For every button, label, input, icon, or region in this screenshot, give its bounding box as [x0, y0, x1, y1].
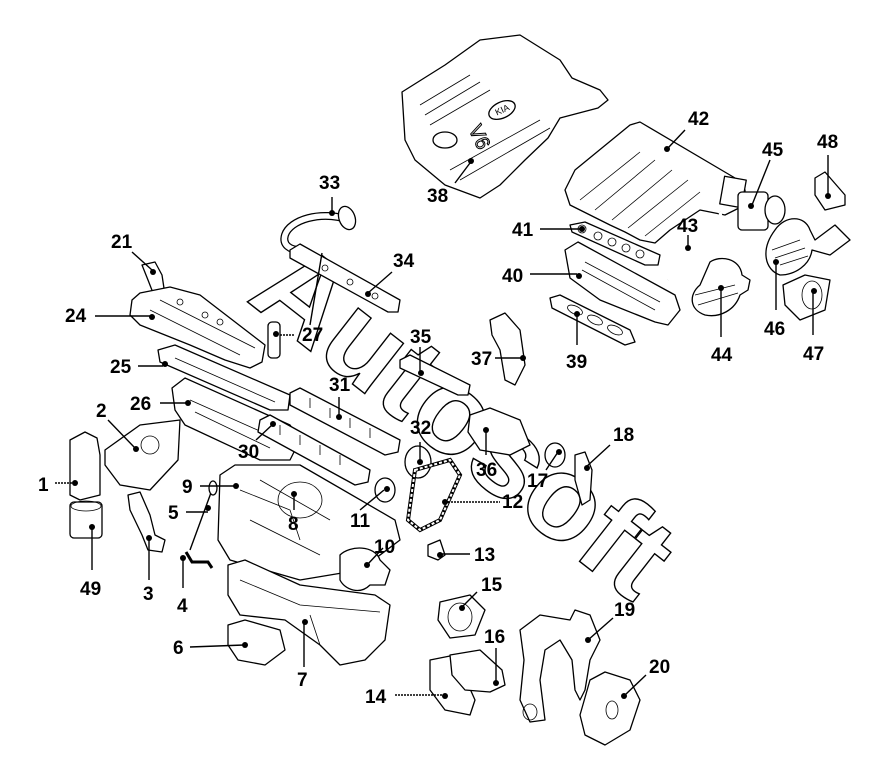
- callout-45: 45: [762, 140, 784, 161]
- part-16-water-pump: [449, 649, 506, 693]
- part-20-drive-plate: [579, 671, 641, 746]
- callout-36: 36: [476, 460, 497, 481]
- callout-19: 19: [614, 600, 635, 621]
- callout-31: 31: [329, 375, 351, 396]
- callout-16: 16: [484, 627, 505, 648]
- part-13-tensioner: [427, 539, 446, 561]
- part-36-water-outlet: [467, 407, 531, 456]
- callout-11: 11: [350, 511, 371, 532]
- callout-labels: 1 2 3 4 5 6 7 8 9 10 11 12 13 14 15 16 1…: [38, 109, 838, 708]
- part-2-oil-pump: [104, 419, 181, 491]
- callout-18: 18: [613, 425, 634, 446]
- part-49-oil-filter: [69, 500, 103, 539]
- callout-41: 41: [512, 220, 534, 241]
- callout-27: 27: [302, 325, 323, 346]
- callout-13: 13: [474, 545, 495, 566]
- callout-3: 3: [143, 584, 154, 605]
- part-6-lower-oil-pan: [227, 619, 286, 666]
- part-24-head-cover: [129, 286, 266, 369]
- part-25-head-gasket: [157, 344, 291, 411]
- callout-42: 42: [688, 109, 709, 130]
- callout-32: 32: [410, 418, 431, 439]
- callout-26: 26: [130, 394, 151, 415]
- callout-48: 48: [817, 132, 838, 153]
- callout-39: 39: [566, 352, 587, 373]
- callout-20: 20: [649, 657, 670, 678]
- part-42-intake-plenum: [564, 121, 747, 244]
- part-1-oil-filter-housing: [69, 431, 101, 501]
- callout-24: 24: [65, 306, 87, 327]
- callout-5: 5: [168, 503, 179, 524]
- callout-17: 17: [527, 471, 548, 492]
- callout-14: 14: [365, 687, 387, 708]
- part-27-injector: [267, 321, 281, 359]
- part-39-gasket: [549, 294, 636, 346]
- callout-1: 1: [38, 475, 49, 496]
- callout-9: 9: [182, 477, 193, 498]
- part-46-air-duct: [765, 218, 851, 276]
- callout-30: 30: [238, 442, 259, 463]
- part-15-seal: [437, 594, 486, 639]
- part-34-fuel-rail: [289, 243, 401, 313]
- part-3-oil-strainer: [127, 491, 166, 553]
- callout-15: 15: [481, 575, 503, 596]
- part-35-water-pipe: [399, 354, 471, 396]
- part-45-throttle-body: [737, 191, 786, 231]
- part-30-camshaft: [257, 414, 371, 486]
- callout-47: 47: [803, 344, 824, 365]
- part-5-dipstick: [189, 480, 218, 551]
- part-4-dipstick-tube: [184, 551, 214, 569]
- callout-2: 2: [96, 401, 107, 422]
- callout-25: 25: [110, 357, 132, 378]
- part-47-housing: [782, 274, 831, 321]
- part-38-engine-cover: KIA V6: [401, 34, 609, 199]
- part-48-bracket: [814, 171, 846, 211]
- part-40-lower-intake: [564, 241, 681, 326]
- part-41-gasket: [569, 221, 661, 266]
- part-12-timing-chain: [405, 457, 463, 533]
- part-17-thermostat: [544, 442, 566, 468]
- callout-7: 7: [297, 670, 308, 691]
- part-10-crank-pulley: [339, 547, 391, 592]
- callout-37: 37: [471, 349, 492, 370]
- callout-44: 44: [711, 345, 733, 366]
- callout-40: 40: [502, 266, 523, 287]
- callout-34: 34: [393, 251, 415, 272]
- callout-33: 33: [319, 173, 340, 194]
- callout-12: 12: [502, 492, 523, 513]
- callout-10: 10: [374, 537, 395, 558]
- part-43-hose: [666, 211, 723, 281]
- callout-38: 38: [427, 186, 448, 207]
- part-7-oil-pan: [227, 559, 391, 666]
- part-31-camshaft: [289, 387, 401, 456]
- callout-49: 49: [80, 579, 101, 600]
- callout-4: 4: [177, 596, 188, 617]
- callout-8: 8: [288, 514, 299, 535]
- callout-43: 43: [677, 216, 698, 237]
- part-37-water-pipe: [489, 312, 526, 386]
- callout-21: 21: [111, 232, 133, 253]
- callout-46: 46: [764, 319, 785, 340]
- part-19-timing-cover: [519, 609, 601, 723]
- callout-6: 6: [173, 638, 184, 659]
- callout-leaders: [55, 129, 831, 699]
- callout-35: 35: [410, 327, 432, 348]
